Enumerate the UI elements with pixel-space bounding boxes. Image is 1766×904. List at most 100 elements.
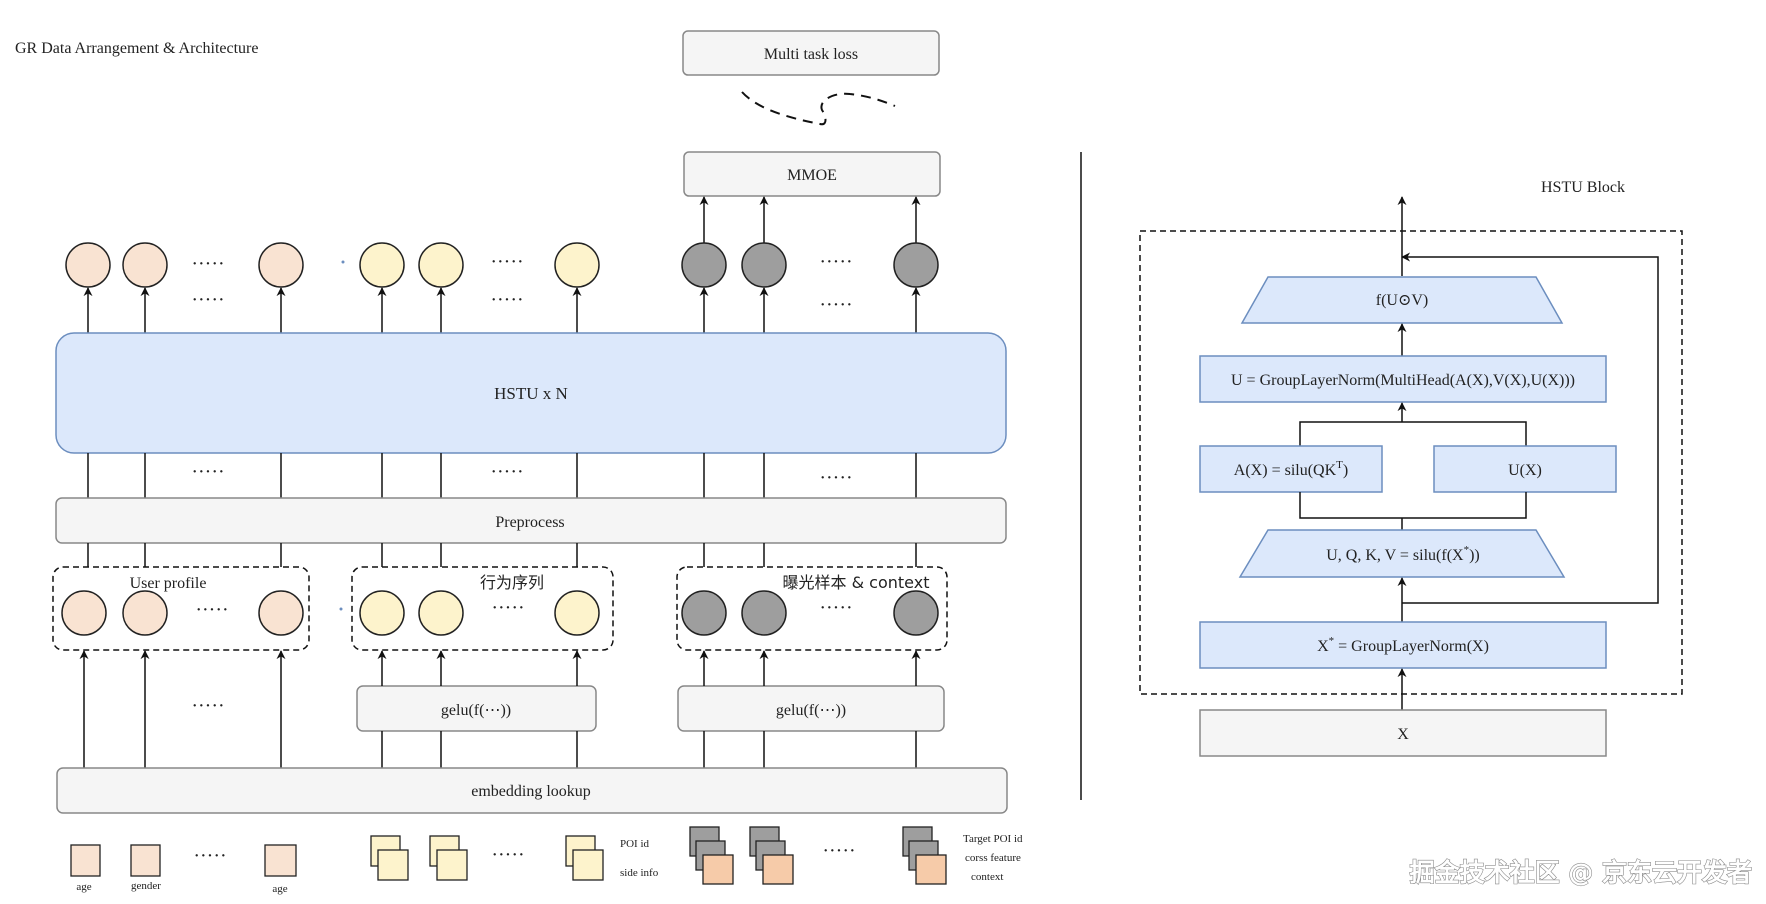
merge-to-u-lines	[1299, 402, 1527, 446]
hstu-block-frame	[1139, 230, 1683, 695]
top-output-circles	[65, 242, 939, 288]
output-circle-cream	[418, 242, 464, 288]
ellipsis: ·····	[193, 845, 226, 867]
embedding-to-gelu-lines	[381, 731, 917, 768]
context-square	[762, 854, 794, 885]
behavior-sequence-label: 行为序列	[480, 573, 544, 592]
multi-task-loss-label: Multi task loss	[764, 46, 858, 63]
output-circle-cream	[554, 242, 600, 288]
ellipsis: ·····	[490, 289, 523, 311]
exposure-circle	[741, 590, 787, 636]
side-info-square	[572, 849, 604, 881]
uqkv-label: U, Q, K, V = silu(f(X*))	[1326, 544, 1479, 564]
gelu-right-label: gelu(f(⋯))	[776, 702, 846, 719]
ellipsis: ·····	[191, 253, 224, 275]
output-circle-peach	[258, 242, 304, 288]
ellipsis: ·····	[191, 289, 224, 311]
user-profile-input-arrows	[79, 650, 286, 768]
side-info-label: side info	[620, 867, 659, 879]
behavior-circle	[554, 590, 600, 636]
user-profile-circle	[122, 590, 168, 636]
hstu-output-arrows	[83, 287, 921, 333]
ax-label: A(X) = silu(QKT)	[1234, 459, 1348, 479]
age-input-label: age	[272, 883, 287, 895]
ux-label: U(X)	[1508, 462, 1542, 479]
side-info-square	[377, 849, 409, 881]
u-grouplayernorm-label: U = GroupLayerNorm(MultiHead(A(X),V(X),U…	[1231, 372, 1575, 389]
ellipsis: ·····	[491, 844, 524, 866]
user-profile-group: User profile ·····	[52, 566, 310, 651]
f-uv-label: f(U⊙V)	[1376, 292, 1429, 309]
hstu-xn-box: HSTU x N	[55, 332, 1007, 454]
f-uv-block: f(U⊙V)	[1240, 276, 1564, 324]
ellipsis: ·····	[491, 597, 524, 619]
ellipsis: ·····	[819, 294, 852, 316]
exposure-context-group: 曝光样本 & context ·····	[676, 566, 948, 651]
x-input-label: X	[1397, 726, 1409, 743]
user-profile-circle	[258, 590, 304, 636]
ux-box: U(X)	[1433, 445, 1617, 493]
exposure-context-label: 曝光样本 & context	[783, 573, 930, 592]
mmoe-box: MMOE	[683, 151, 941, 197]
uqkv-block: U, Q, K, V = silu(f(X*))	[1238, 529, 1566, 578]
behavior-sequence-group: 行为序列 ·····	[351, 566, 614, 651]
side-info-square	[436, 849, 468, 881]
behavior-circle	[359, 590, 405, 636]
poi-id-label: POI id	[620, 838, 650, 850]
behavior-circle	[418, 590, 464, 636]
embedding-lookup-label: embedding lookup	[471, 783, 591, 800]
ellipsis: ·····	[195, 599, 228, 621]
ellipsis: ·····	[819, 597, 852, 619]
ellipsis: ·····	[819, 251, 852, 273]
gelu-left-label: gelu(f(⋯))	[441, 702, 511, 719]
u-grouplayernorm-box: U = GroupLayerNorm(MultiHead(A(X),V(X),U…	[1199, 355, 1607, 403]
gelu-left-box: gelu(f(⋯))	[356, 685, 597, 732]
output-circle-peach	[65, 242, 111, 288]
gender-input-label: gender	[131, 880, 161, 892]
stray-dot	[341, 260, 345, 264]
exposure-circle	[893, 590, 939, 636]
ellipsis: ·····	[191, 695, 224, 717]
ellipsis: ·····	[819, 467, 852, 489]
user-profile-circle	[61, 590, 107, 636]
age-input-square	[70, 844, 101, 877]
residual-connection	[1401, 252, 1659, 604]
x-input-box: X	[1199, 709, 1607, 757]
output-circle-gray	[893, 242, 939, 288]
group-to-preprocess-lines	[87, 543, 917, 567]
embedding-lookup-box: embedding lookup	[56, 767, 1008, 814]
ax-box: A(X) = silu(QKT)	[1199, 445, 1383, 493]
output-circle-gray	[741, 242, 787, 288]
output-circle-gray	[681, 242, 727, 288]
mmoe-label: MMOE	[787, 167, 837, 184]
multi-task-loss-box: Multi task loss	[682, 30, 940, 76]
preprocess-to-hstu-lines	[87, 453, 917, 498]
ellipsis: ·····	[191, 461, 224, 483]
preprocess-box: Preprocess	[55, 497, 1007, 544]
hstu-block-title: HSTU Block	[1541, 179, 1625, 196]
main-title: GR Data Arrangement & Architecture	[15, 40, 258, 57]
context-square	[915, 854, 947, 885]
exposure-inputs: ····· Target POI id corss feature contex…	[689, 826, 1023, 885]
gender-input-square	[130, 844, 161, 877]
target-poi-id-label: Target POI id	[963, 833, 1023, 845]
ellipsis: ·····	[490, 251, 523, 273]
user-profile-label: User profile	[130, 575, 207, 592]
cross-feature-label: corss feature	[965, 852, 1021, 864]
user-profile-inputs: age gender age ·····	[70, 844, 297, 895]
top-ellipses: ····· ····· ····· ····· ····· ·····	[191, 251, 852, 316]
output-circle-cream	[359, 242, 405, 288]
ellipsis: ·····	[822, 840, 855, 862]
behavior-inputs: ····· POI id side info	[370, 835, 659, 881]
context-label: context	[971, 871, 1003, 883]
ellipsis: ·····	[490, 461, 523, 483]
mmoe-input-arrows	[699, 196, 921, 243]
gelu-output-arrows	[377, 650, 921, 686]
split-from-uqkv-lines	[1299, 492, 1527, 530]
output-circle-peach	[122, 242, 168, 288]
watermark: 掘金技术社区 @ 京东云开发者	[1410, 858, 1752, 887]
middle-ellipses: ····· ····· ·····	[191, 461, 852, 489]
xstar-box: X* = GroupLayerNorm(X)	[1199, 621, 1607, 669]
